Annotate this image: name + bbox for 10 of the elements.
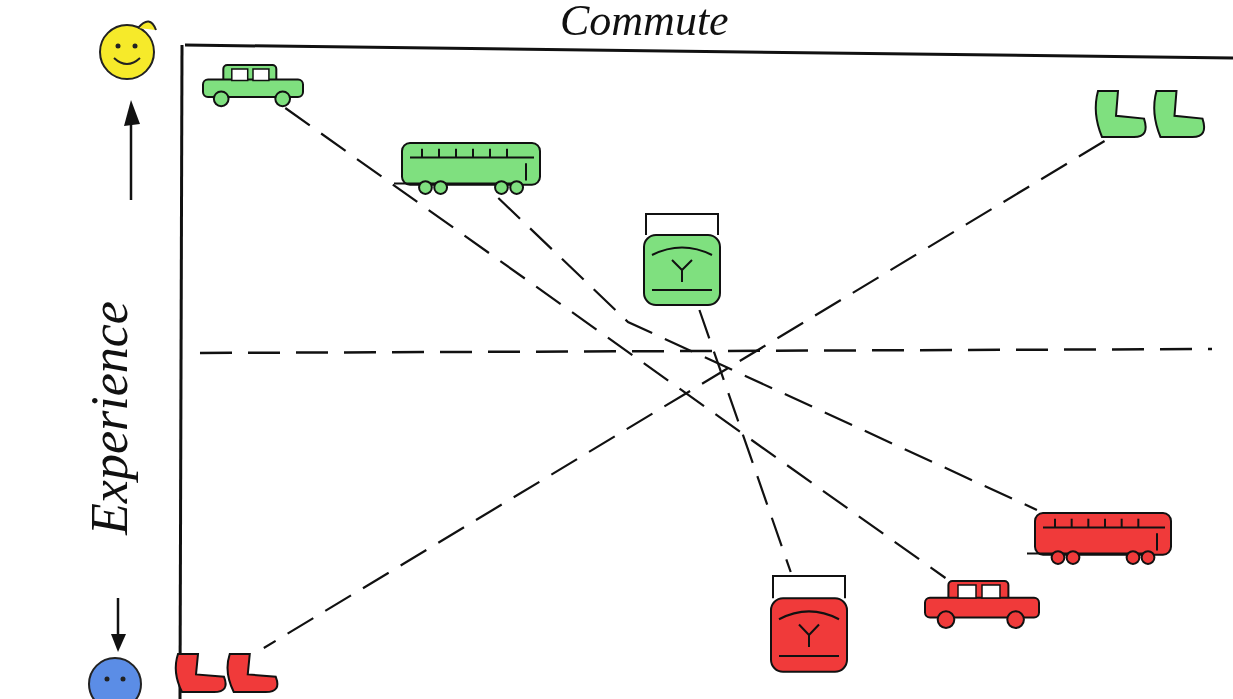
axis-label: Experience bbox=[82, 300, 138, 538]
car-drawing bbox=[922, 578, 1042, 630]
bus-drawing bbox=[1025, 510, 1175, 568]
connector-line bbox=[284, 107, 947, 579]
diagram-title: Commute bbox=[560, 0, 729, 46]
connector-line bbox=[698, 309, 792, 573]
connector-line bbox=[497, 197, 1038, 511]
car-drawing bbox=[200, 62, 306, 108]
connector-line bbox=[263, 140, 1106, 649]
bus-drawing bbox=[392, 140, 544, 198]
